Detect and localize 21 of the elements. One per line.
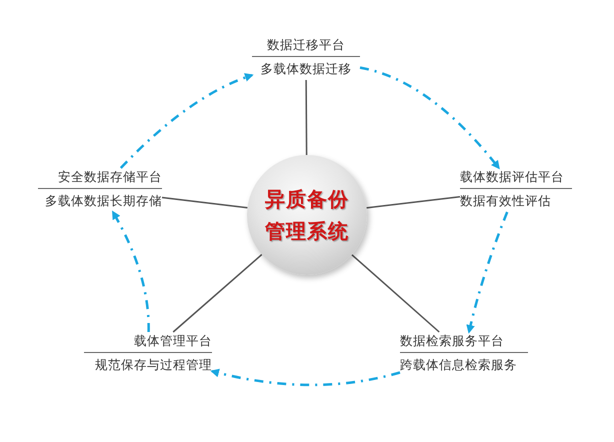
- platform-description: 多载体数据长期存储: [44, 192, 162, 210]
- platform-title: 安全数据存储平台: [38, 168, 162, 189]
- cycle-arrow: [360, 66, 500, 170]
- hub-title: 异质备份管理系统: [265, 186, 349, 245]
- platform-title: 载体数据评估平台: [460, 168, 572, 189]
- platform-description: 规范保存与过程管理: [94, 356, 212, 374]
- cycle-arrow: [120, 73, 254, 169]
- platform-title: 载体管理平台: [84, 332, 212, 353]
- spoke-line: [172, 254, 262, 333]
- platform-description: 跨载体信息检索服务: [400, 356, 518, 374]
- platform-title: 数据迁移平台: [252, 36, 360, 57]
- cycle-arrow: [112, 210, 150, 332]
- spoke-line: [351, 254, 440, 333]
- platform-description: 数据有效性评估: [460, 192, 552, 210]
- spoke-line: [162, 196, 248, 209]
- platform-description: 多载体数据迁移: [260, 60, 352, 78]
- cycle-arrow: [210, 368, 400, 386]
- platform-title: 数据检索服务平台: [400, 332, 528, 353]
- cycle-arrow: [466, 212, 508, 334]
- spoke-line: [366, 196, 460, 209]
- spoke-line: [305, 80, 308, 155]
